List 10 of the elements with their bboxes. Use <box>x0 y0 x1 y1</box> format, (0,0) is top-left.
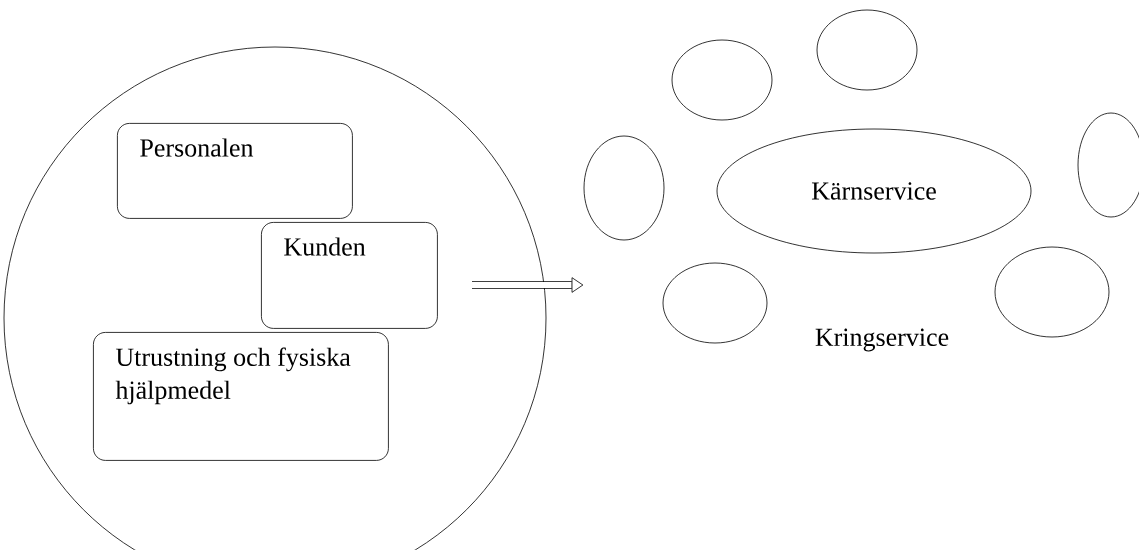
ellipse <box>671 39 773 121</box>
rounded-box: Kunden <box>261 222 438 329</box>
block-arrow <box>472 277 584 293</box>
ellipse <box>583 135 665 241</box>
label-text: Kringservice <box>815 328 949 352</box>
ellipse <box>994 246 1110 338</box>
ellipse <box>816 9 918 91</box>
ellipse <box>662 262 768 344</box>
rounded-box: Personalen <box>117 123 353 219</box>
rounded-box: Utrustning och fysiska hjälpmedel <box>93 332 389 461</box>
